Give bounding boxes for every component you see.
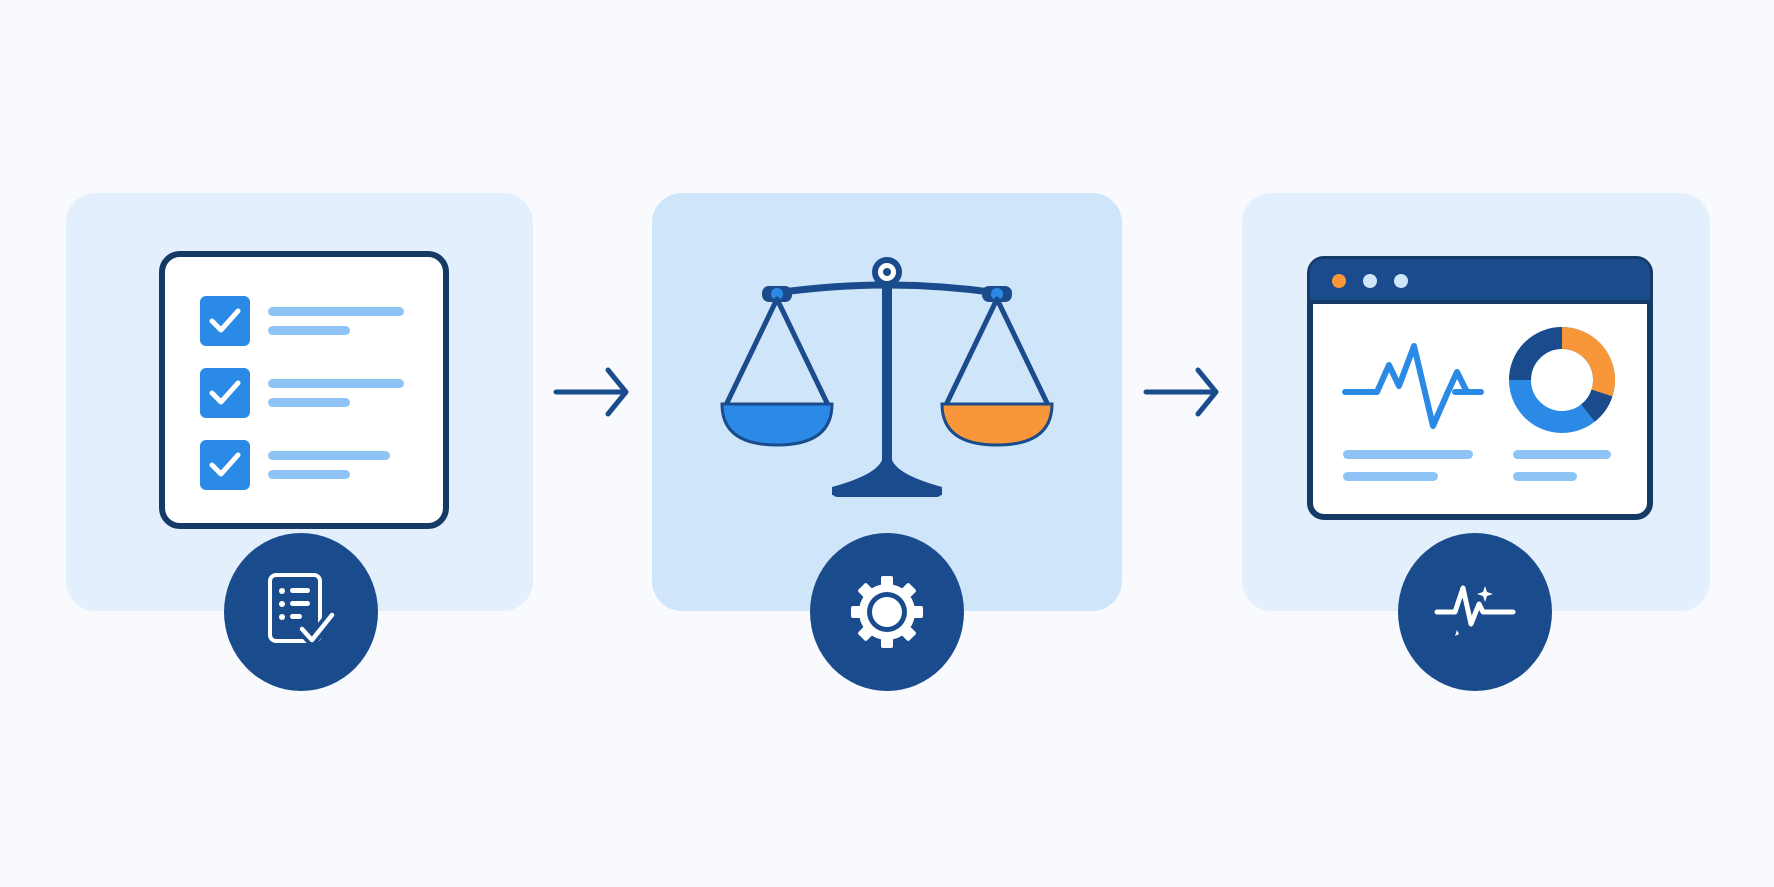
window-dot-icon — [1363, 274, 1377, 288]
checklist-icon — [156, 248, 452, 532]
dashboard-window-icon — [1305, 254, 1655, 522]
donut-chart-icon — [1509, 326, 1615, 433]
checkbox-checked-icon — [200, 296, 250, 346]
window-dot-icon — [1394, 274, 1408, 288]
flow-arrow-icon — [552, 364, 632, 420]
checkbox-checked-icon — [200, 368, 250, 418]
document-check-icon — [268, 573, 338, 646]
checkbox-checked-icon — [200, 440, 250, 490]
gear-icon — [851, 576, 923, 648]
window-dot-icon — [1332, 274, 1346, 288]
flow-arrow-icon — [1142, 364, 1222, 420]
pulse-icon — [1434, 585, 1516, 636]
balance-scale-icon — [716, 255, 1058, 500]
step-1-badge — [224, 533, 378, 691]
step-3-badge — [1398, 533, 1552, 691]
step-2-badge — [810, 533, 964, 691]
